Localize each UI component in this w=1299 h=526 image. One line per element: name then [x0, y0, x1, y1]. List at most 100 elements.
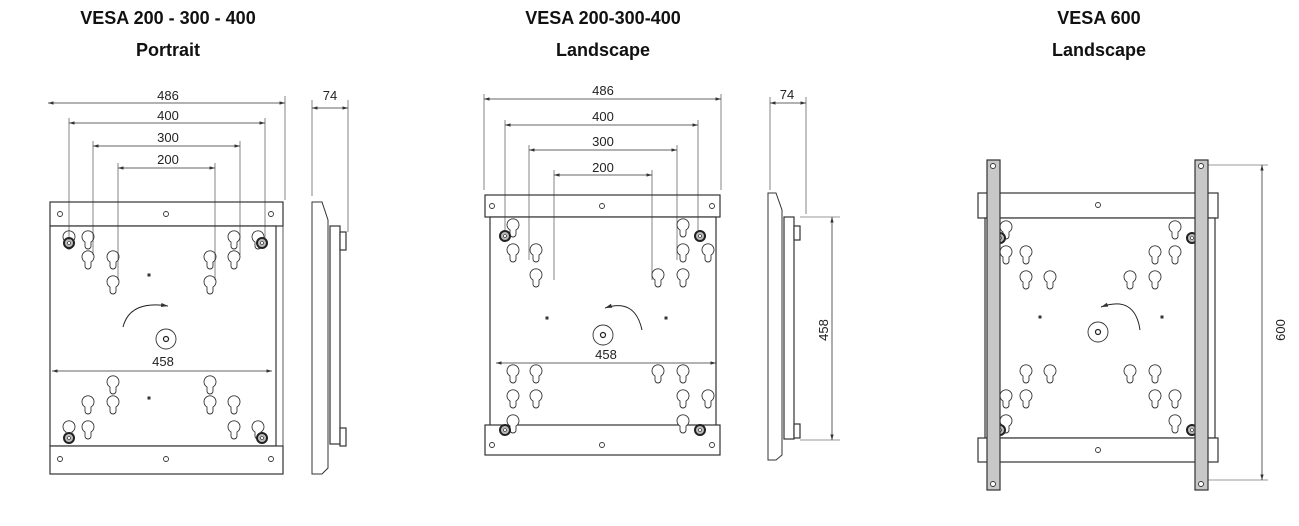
keyhole-slot: [1019, 245, 1033, 265]
keyhole-slot: [1168, 245, 1182, 265]
keyhole-slot: [203, 275, 217, 295]
keyhole-slot: [203, 395, 217, 415]
rotation-arrow-icon: [1100, 302, 1141, 331]
keyhole-slot: [106, 375, 120, 395]
keyhole-slot: [529, 268, 543, 288]
panel-3-subtitle: Landscape: [1051, 40, 1147, 60]
mounting-hole: [1095, 202, 1101, 208]
rotation-arrow-icon: [122, 302, 169, 328]
marker-dot: [1160, 315, 1164, 319]
dim-74-portrait: 74: [323, 88, 337, 103]
dim-200-portrait: 200: [157, 152, 179, 167]
spacer-stud-hole: [260, 241, 264, 245]
keyhole-slot: [227, 395, 241, 415]
panel-2-title: VESA 200-300-400: [525, 8, 681, 28]
side-bracket: [767, 192, 783, 461]
keyhole-slot: [506, 364, 520, 384]
keyhole-slot: [676, 414, 690, 434]
spacer-stud-hole: [698, 428, 702, 432]
mounting-hole: [163, 211, 169, 217]
rotation-arrow-icon: [604, 303, 643, 331]
keyhole-slot: [506, 389, 520, 409]
keyhole-slot: [227, 420, 241, 440]
mounting-hole: [1095, 447, 1101, 453]
keyhole-slot: [701, 243, 715, 263]
mounting-hole: [1198, 481, 1204, 487]
dim-458-landscape: 458: [595, 347, 617, 362]
center-hub-hole: [1094, 328, 1102, 336]
vertical-strap: [1194, 159, 1209, 491]
keyhole-slot: [1168, 389, 1182, 409]
mounting-hole: [709, 203, 715, 209]
marker-dot: [147, 396, 151, 400]
side-stud: [339, 427, 347, 447]
spacer-stud-hole: [503, 428, 507, 432]
keyhole-slot: [1148, 245, 1162, 265]
keyhole-slot: [1043, 270, 1057, 290]
spacer-stud-hole: [1190, 428, 1194, 432]
keyhole-slot: [529, 243, 543, 263]
keyhole-slot: [81, 420, 95, 440]
spacer-stud-hole: [260, 436, 264, 440]
keyhole-slot: [676, 389, 690, 409]
marker-dot: [147, 273, 151, 277]
keyhole-slot: [1019, 270, 1033, 290]
keyhole-slot: [1019, 364, 1033, 384]
keyhole-slot: [506, 243, 520, 263]
dim-486-landscape: 486: [592, 83, 614, 98]
dim-74-landscape: 74: [780, 87, 794, 102]
keyhole-slot: [1148, 364, 1162, 384]
keyhole-slot: [529, 364, 543, 384]
dim-600-height: 600: [1273, 319, 1288, 341]
panel-1-subtitle: Portrait: [135, 40, 200, 60]
side-stud: [793, 225, 801, 241]
bottom-rail: [49, 445, 284, 475]
side-stud: [793, 423, 801, 439]
mounting-hole: [268, 211, 274, 217]
keyhole-slot: [1148, 270, 1162, 290]
keyhole-slot: [1019, 389, 1033, 409]
spacer-stud-hole: [503, 234, 507, 238]
keyhole-slot: [106, 250, 120, 270]
spacer-stud-hole: [67, 241, 71, 245]
panel-2-subtitle: Landscape: [555, 40, 651, 60]
dim-400-portrait: 400: [157, 108, 179, 123]
dim-300-landscape: 300: [592, 134, 614, 149]
center-hub-hole: [599, 331, 607, 339]
keyhole-slot: [203, 375, 217, 395]
mounting-hole: [268, 456, 274, 462]
mounting-hole: [489, 203, 495, 209]
mounting-hole: [599, 203, 605, 209]
dim-300-portrait: 300: [157, 130, 179, 145]
keyhole-slot: [227, 250, 241, 270]
mounting-hole: [57, 456, 63, 462]
keyhole-slot: [1168, 414, 1182, 434]
side-bracket: [311, 201, 329, 475]
spacer-stud-hole: [67, 436, 71, 440]
panel-1-title: VESA 200 - 300 - 400: [80, 8, 256, 28]
keyhole-slot: [651, 364, 665, 384]
keyhole-slot: [1043, 364, 1057, 384]
keyhole-slot: [1123, 364, 1137, 384]
side-stud: [339, 231, 347, 251]
keyhole-slot: [81, 250, 95, 270]
keyhole-slot: [106, 395, 120, 415]
keyhole-slot: [203, 250, 217, 270]
mounting-hole: [163, 456, 169, 462]
marker-dot: [545, 316, 549, 320]
keyhole-slot: [106, 275, 120, 295]
side-plate: [329, 225, 341, 445]
dim-458-height-landscape: 458: [816, 319, 831, 341]
spacer-stud-hole: [698, 234, 702, 238]
keyhole-slot: [676, 268, 690, 288]
mounting-hole: [1198, 163, 1204, 169]
marker-dot: [664, 316, 668, 320]
spacer-stud-hole: [1190, 236, 1194, 240]
mounting-hole: [709, 442, 715, 448]
keyhole-slot: [529, 389, 543, 409]
keyhole-slot: [701, 389, 715, 409]
marker-dot: [1038, 315, 1042, 319]
dim-486-portrait: 486: [157, 88, 179, 103]
keyhole-slot: [1168, 220, 1182, 240]
